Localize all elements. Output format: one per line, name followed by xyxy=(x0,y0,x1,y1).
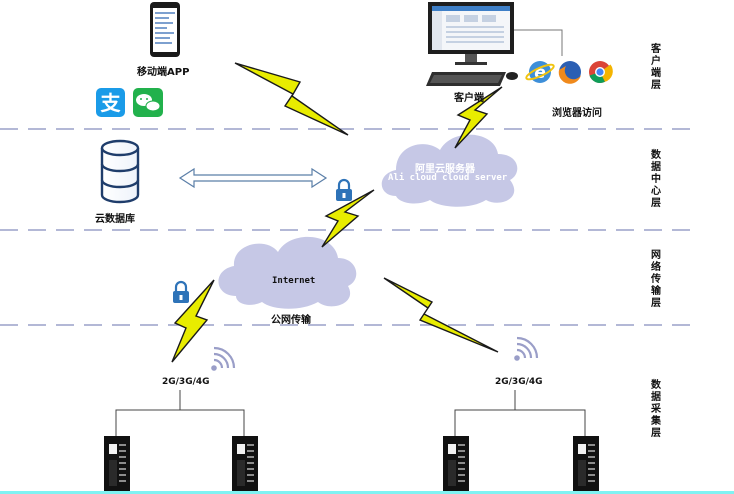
acquisition-device-icon-3 xyxy=(443,436,469,492)
database-server-double-arrow xyxy=(178,167,328,189)
cloud-database-icon xyxy=(100,139,140,204)
layer-name-data-center: 数据中心层 xyxy=(651,150,661,209)
layer-dividers xyxy=(0,128,700,326)
ali-cloud-server-label-cn: 阿里云服务器 xyxy=(415,164,475,175)
internet-label: Internet xyxy=(272,276,316,286)
tree-left-right-branch xyxy=(180,409,245,436)
tree-right xyxy=(454,390,516,436)
lightning-internet-to-left-device xyxy=(171,279,215,363)
lightning-bolts xyxy=(171,62,503,363)
wifi-signal-icon-right xyxy=(514,336,539,361)
mobile-app-label: 移动端APP xyxy=(137,67,190,78)
svg-text:e: e xyxy=(534,63,546,83)
lightning-mobile-to-cloud xyxy=(234,62,349,136)
lightning-cloud-to-internet xyxy=(321,189,375,248)
acquisition-device-icon-4 xyxy=(573,436,599,492)
lock-icon-internet xyxy=(173,280,189,303)
tree-left xyxy=(115,390,181,436)
keyboard-icon xyxy=(426,72,506,86)
svg-text:支: 支 xyxy=(101,91,122,115)
ali-cloud-server-shape xyxy=(381,134,518,207)
ali-cloud-server-label-en: Ali cloud cloud server xyxy=(388,173,508,183)
cloud-database-label: 云数据库 xyxy=(95,214,135,225)
layer-name-client: 客户端层 xyxy=(651,44,661,91)
layer-name-network: 网络传输层 xyxy=(651,250,661,309)
device-tree-lines xyxy=(115,390,586,436)
desktop-monitor-icon xyxy=(428,2,514,65)
chrome-icon xyxy=(589,61,613,84)
left-signal-label: 2G/3G/4G xyxy=(162,377,210,387)
wechat-icon xyxy=(133,88,163,117)
acquisition-device-icon-2 xyxy=(232,436,258,492)
lock-icon-cloud xyxy=(336,178,352,201)
layer-name-acquisition: 数据采集层 xyxy=(651,380,661,439)
public-network-label: 公网传输 xyxy=(271,315,311,326)
browser-access-label: 浏览器访问 xyxy=(552,108,602,119)
acquisition-device-icon-1 xyxy=(104,436,130,492)
tree-right-right-branch xyxy=(515,409,586,436)
right-signal-label: 2G/3G/4G xyxy=(495,377,543,387)
client-label: 客户端 xyxy=(454,93,484,104)
internet-explorer-icon: e xyxy=(525,61,555,83)
alipay-icon: 支 xyxy=(96,88,125,117)
client-browser-connector xyxy=(514,29,563,56)
firefox-icon xyxy=(558,61,581,84)
mobile-phone-icon xyxy=(150,2,180,57)
mouse-icon xyxy=(506,72,518,80)
lightning-internet-to-right-device xyxy=(383,277,499,353)
wifi-signal-icon-left xyxy=(211,346,236,371)
internet-cloud-shape xyxy=(218,236,357,309)
bottom-accent-bar xyxy=(0,491,734,494)
lightning-client-to-cloud xyxy=(454,86,503,149)
